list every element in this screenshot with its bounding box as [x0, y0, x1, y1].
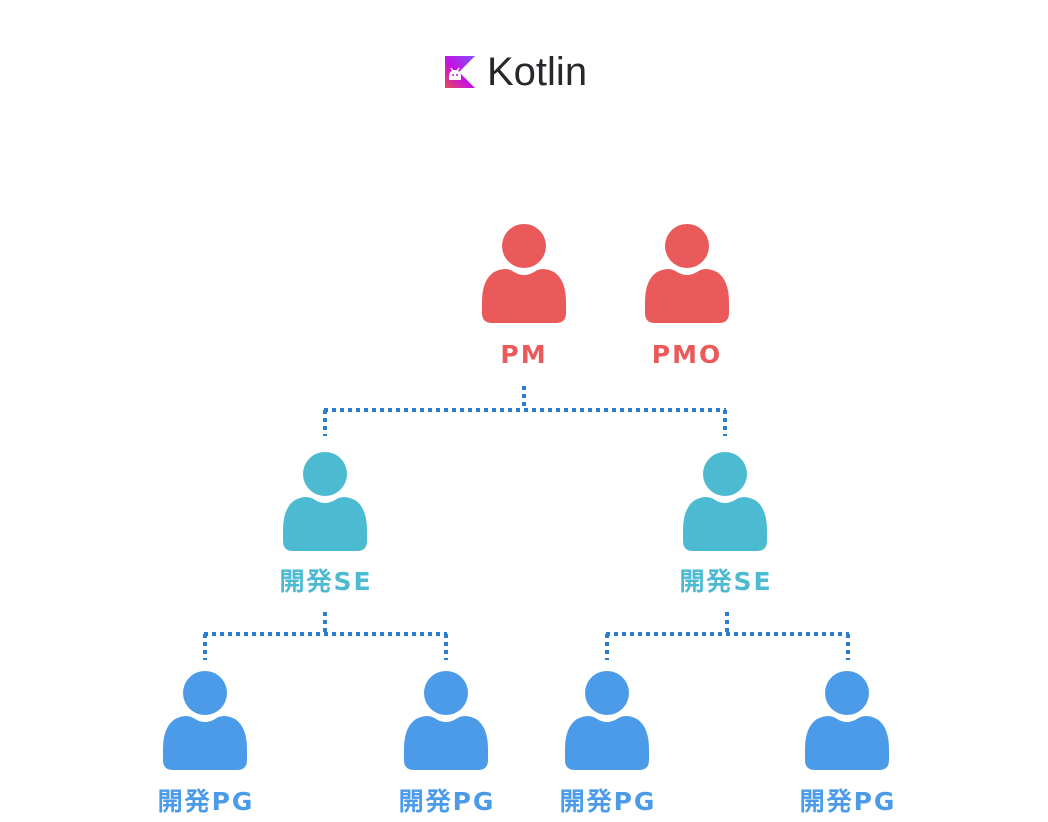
kotlin-logo: Kotlin [445, 52, 587, 92]
person-body [283, 497, 367, 551]
connectors [203, 386, 850, 660]
logo-text: Kotlin [487, 50, 588, 94]
node-label-pm: PM [500, 340, 548, 369]
person-body [482, 269, 566, 323]
person-head [825, 671, 869, 715]
node-label-se: 開発SE [679, 567, 773, 596]
person-head [665, 224, 709, 268]
node-label-pg: 開発PG [398, 787, 496, 816]
person-body [565, 716, 649, 770]
person-body [805, 716, 889, 770]
person-body [683, 497, 767, 551]
person-icon-pg [565, 671, 649, 770]
person-body [645, 269, 729, 323]
person-head [183, 671, 227, 715]
person-head [585, 671, 629, 715]
person-icon-se [283, 452, 367, 551]
person-head [502, 224, 546, 268]
node-label-pg: 開発PG [559, 787, 657, 816]
person-head [703, 452, 747, 496]
node-label-se: 開発SE [279, 567, 373, 596]
person-icon-pg [163, 671, 247, 770]
person-body [163, 716, 247, 770]
people [163, 224, 889, 770]
kotlin-android-logo-icon [445, 56, 475, 88]
person-icon-pm [482, 224, 566, 323]
person-head [424, 671, 468, 715]
node-label-pmo: PMO [651, 340, 723, 369]
person-icon-pg [404, 671, 488, 770]
node-label-pg: 開発PG [799, 787, 897, 816]
person-head [303, 452, 347, 496]
person-body [404, 716, 488, 770]
node-label-pg: 開発PG [157, 787, 255, 816]
person-icon-pmo [645, 224, 729, 323]
person-icon-pg [805, 671, 889, 770]
person-icon-se [683, 452, 767, 551]
